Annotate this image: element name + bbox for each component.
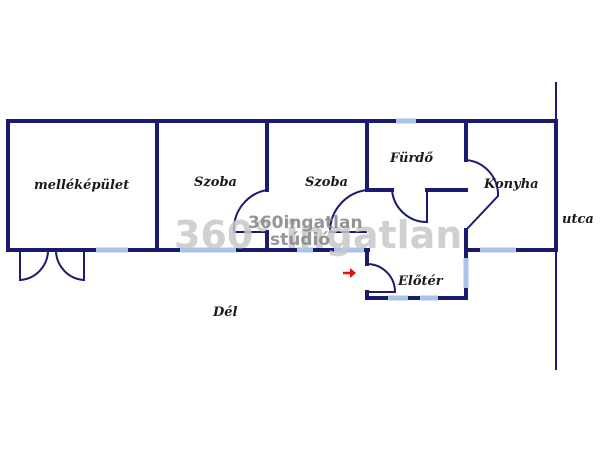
room-label-annex: melléképület	[34, 178, 129, 193]
room-label-room1: Szoba	[194, 175, 237, 190]
windows	[96, 118, 516, 301]
interior-walls	[155, 119, 468, 300]
label-south: Dél	[212, 305, 238, 320]
room-label-bathroom: Fürdő	[389, 151, 433, 166]
room-label-hall: Előtér	[397, 274, 444, 289]
room-label-kitchen: Konyha	[483, 177, 539, 192]
watermark-big: 360° ingatlan	[174, 213, 462, 257]
doors	[19, 159, 500, 293]
label-street: utca	[562, 212, 594, 227]
room-label-room2: Szoba	[305, 175, 348, 190]
entrance-arrow-icon	[343, 268, 356, 278]
watermark-line2: stúdió	[270, 230, 330, 250]
watermark-line1: 360ingatlan	[248, 213, 363, 233]
